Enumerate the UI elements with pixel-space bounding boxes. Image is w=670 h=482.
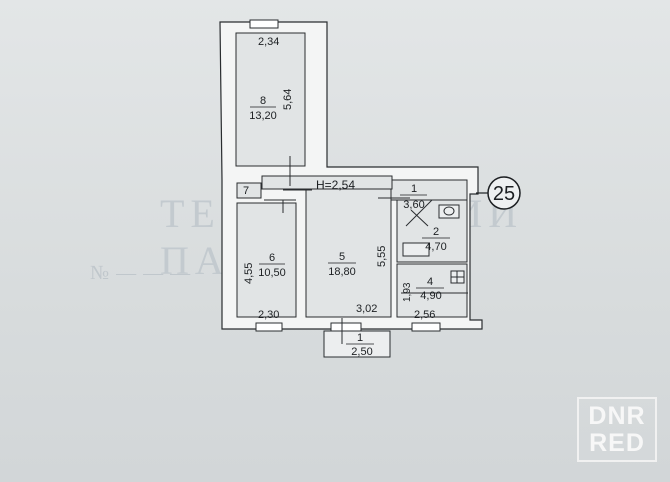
window-room-8 — [249, 19, 279, 29]
room-6-width: 2,30 — [258, 309, 279, 321]
room-6-number: 6 — [269, 252, 275, 264]
apartment-number: 25 — [493, 183, 515, 205]
room-8-interior — [235, 32, 306, 167]
window-room-5 — [330, 322, 362, 332]
corridor-height-label: H=2,54 — [316, 178, 355, 192]
room-4-length: 1,93 — [402, 282, 413, 302]
room-interiors — [235, 32, 468, 318]
room-6-area: 10,50 — [258, 267, 286, 279]
room-8-width: 2,34 — [258, 36, 279, 48]
watermark-logo: DNR RED — [577, 397, 657, 462]
window-room-6 — [255, 322, 283, 332]
faint-background-print-2: № — — — — [90, 262, 192, 284]
room-8-length: 5,64 — [282, 89, 294, 110]
room-8-number: 8 — [260, 95, 266, 107]
doors-and-fixtures — [264, 156, 468, 344]
room-2-number: 2 — [433, 226, 439, 238]
room-5-area: 18,80 — [328, 266, 356, 278]
watermark-line-2: RED — [589, 428, 645, 457]
room-1-area: 3,60 — [403, 199, 424, 211]
room-1-number: 1 — [411, 183, 417, 195]
room-7-number: 7 — [243, 185, 249, 197]
balcony-width: 2,50 — [351, 346, 372, 358]
corridor-interior — [261, 175, 393, 190]
room-2-area: 4,70 — [425, 241, 446, 253]
room-4-width: 2,56 — [414, 309, 435, 321]
room-5-interior — [305, 188, 392, 318]
windows — [249, 19, 441, 332]
room-8-area: 13,20 — [249, 110, 277, 122]
room-6-length: 4,55 — [243, 263, 255, 284]
room-6-interior — [236, 202, 297, 318]
balcony-number: 1 — [357, 332, 363, 344]
room-7-interior — [236, 182, 262, 199]
room-5-width: 3,02 — [356, 303, 377, 315]
watermark-line-1: DNR — [588, 401, 646, 430]
window-room-4 — [411, 322, 441, 332]
room-5-length: 5,55 — [376, 246, 388, 267]
room-4-area: 4,90 — [420, 290, 441, 302]
room-4-number: 4 — [427, 276, 433, 288]
room-1-interior — [390, 179, 468, 201]
room-5-number: 5 — [339, 251, 345, 263]
